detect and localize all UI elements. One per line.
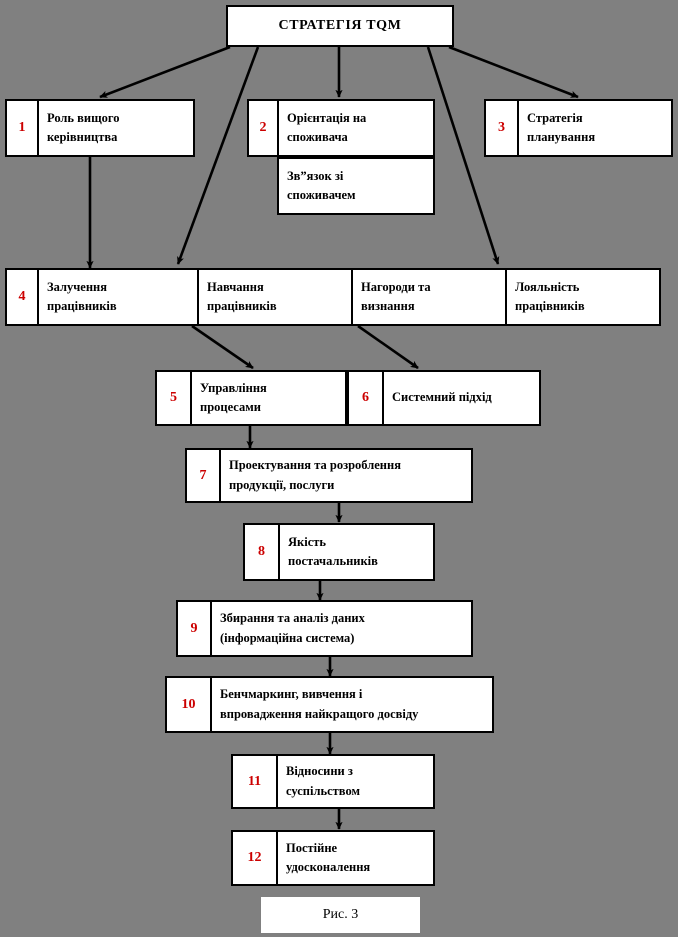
node-5-line-1: Управління (200, 380, 267, 395)
node-2-number: 2 (249, 101, 279, 155)
node-10[interactable]: 10 Бенчмаркинг, вивчення і впровадження … (165, 676, 494, 733)
node-11-line-2: суспільством (286, 783, 360, 798)
node-2-sub-line-1: Зв”язок зі (287, 168, 344, 183)
node-3[interactable]: 3 Стратегія планування (484, 99, 673, 157)
node-7[interactable]: 7 Проектування та розроблення продукції,… (185, 448, 473, 503)
node-5-number: 5 (157, 372, 192, 424)
node-3-line-2: планування (527, 130, 596, 144)
node-4c-rewards-recognition[interactable]: Нагороди та визнання (353, 270, 507, 324)
node-2-line-2: споживача (287, 130, 348, 144)
node-4c-line-1: Нагороди та (361, 279, 431, 294)
node-4-line-1: Залучення (47, 279, 107, 294)
node-8-label: Якість постачальників (280, 525, 433, 579)
node-5[interactable]: 5 Управління процесами (155, 370, 347, 426)
connector-title-to-n4d (426, 46, 500, 265)
node-3-number: 3 (486, 101, 519, 155)
connector-title-to-n4b (176, 46, 260, 265)
node-6[interactable]: 6 Системний підхід (347, 370, 541, 426)
node-4-line-2: працівників (47, 299, 117, 313)
node-3-line-1: Стратегія (527, 110, 583, 125)
node-6-label: Системний підхід (384, 372, 539, 424)
node-7-line-2: продукції, послуги (229, 477, 335, 492)
node-4-label[interactable]: Залучення працівників (39, 270, 199, 324)
node-9-line-1: Збирання та аналіз даних (220, 611, 365, 626)
node-12-label: Постійне удосконалення (278, 832, 433, 884)
node-4b-training-workers[interactable]: Навчання працівників (199, 270, 353, 324)
node-9[interactable]: 9 Збирання та аналіз даних (інформаційна… (176, 600, 473, 657)
node-8-line-2: постачальників (288, 554, 378, 568)
node-1-label: Роль вищого керівництва (39, 101, 193, 155)
connector-title-to-n3 (448, 45, 579, 99)
node-4-number: 4 (7, 270, 39, 324)
node-7-line-1: Проектування та розроблення (229, 458, 401, 473)
node-4d-line-1: Лояльність (515, 279, 580, 294)
node-4b-line-2: працівників (207, 299, 277, 313)
node-1[interactable]: 1 Роль вищого керівництва (5, 99, 195, 157)
node-10-label: Бенчмаркинг, вивчення і впровадження най… (212, 678, 492, 731)
node-4d-line-2: працівників (515, 299, 585, 313)
node-1-number: 1 (7, 101, 39, 155)
node-8-number: 8 (245, 525, 280, 579)
node-2-sub[interactable]: Зв”язок зі споживачем (277, 157, 435, 215)
connector-n4b-to-n5 (191, 324, 254, 370)
node-12[interactable]: 12 Постійне удосконалення (231, 830, 435, 886)
node-7-label: Проектування та розроблення продукції, п… (221, 450, 471, 501)
node-2-sub-line-2: споживачем (287, 188, 356, 202)
node-11-line-1: Відносини з (286, 764, 353, 779)
node-8-line-1: Якість (288, 534, 327, 549)
connector-n4c-to-n6 (357, 324, 419, 370)
node-10-number: 10 (167, 678, 212, 731)
node-11[interactable]: 11 Відносини з суспільством (231, 754, 435, 809)
node-1-line-1: Роль вищого (47, 110, 120, 125)
node-5-label: Управління процесами (192, 372, 345, 424)
node-11-number: 11 (233, 756, 278, 807)
title-box: СТРАТЕГІЯ TQM (226, 5, 454, 47)
node-4d-loyalty-workers[interactable]: Лояльність працівників (507, 270, 659, 324)
node-4b-line-1: Навчання (207, 279, 264, 294)
node-1-line-2: керівництва (47, 130, 118, 144)
node-12-line-1: Постійне (286, 840, 338, 855)
node-9-line-2: (інформаційна система) (220, 630, 355, 645)
node-10-line-1: Бенчмаркинг, вивчення і (220, 687, 363, 702)
node-9-number: 9 (178, 602, 212, 655)
node-5-line-2: процесами (200, 400, 261, 414)
figure-caption: Рис. 3 (261, 897, 420, 933)
node-4c-line-2: визнання (361, 299, 415, 313)
node-10-line-2: впровадження найкращого досвіду (220, 706, 419, 721)
node-6-number: 6 (349, 372, 384, 424)
node-12-number: 12 (233, 832, 278, 884)
node-7-number: 7 (187, 450, 221, 501)
node-2[interactable]: 2 Орієнтація на споживача (247, 99, 435, 157)
node-2-label: Орієнтація на споживача (279, 101, 433, 155)
node-6-line-1: Системний підхід (392, 390, 492, 405)
node-3-label: Стратегія планування (519, 101, 671, 155)
node-4-band: 4 Залучення працівників Навчання працівн… (5, 268, 661, 326)
node-11-label: Відносини з суспільством (278, 756, 433, 807)
node-8[interactable]: 8 Якість постачальників (243, 523, 435, 581)
connector-title-to-n1 (99, 45, 231, 99)
figure-caption-text: Рис. 3 (322, 907, 359, 922)
node-2-line-1: Орієнтація на (287, 110, 367, 125)
title-text: СТРАТЕГІЯ TQM (278, 18, 402, 33)
node-9-label: Збирання та аналіз даних (інформаційна с… (212, 602, 471, 655)
node-12-line-2: удосконалення (286, 860, 371, 874)
